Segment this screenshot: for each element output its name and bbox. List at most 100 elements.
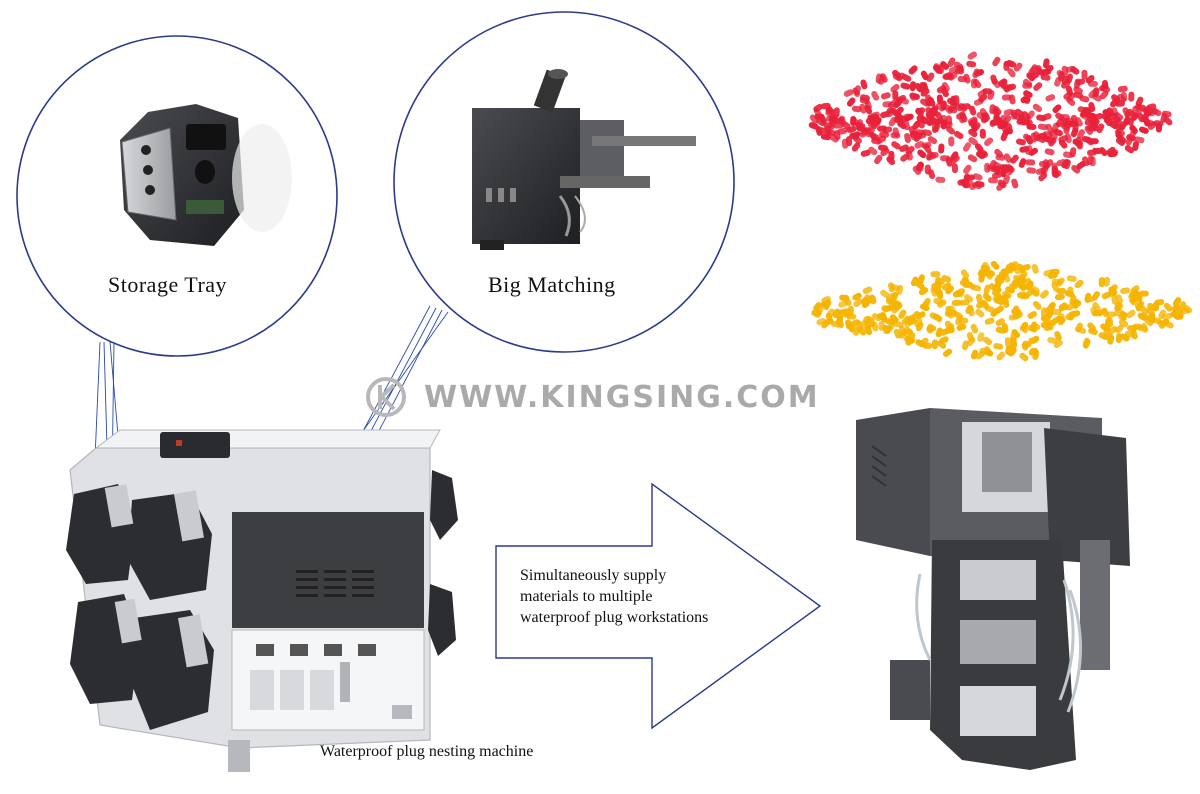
- plug-piece: [945, 285, 954, 295]
- plug-piece: [1114, 324, 1124, 334]
- plug-piece: [901, 315, 911, 325]
- plug-piece: [903, 326, 914, 336]
- plug-piece: [955, 315, 963, 326]
- plug-piece: [1135, 301, 1144, 312]
- plug-piece: [850, 116, 857, 126]
- plug-piece: [862, 286, 873, 295]
- plug-piece: [962, 281, 973, 289]
- plug-piece: [976, 150, 986, 159]
- plug-piece: [843, 296, 852, 306]
- plug-piece: [864, 294, 873, 304]
- plug-piece: [890, 132, 901, 139]
- plug-piece: [861, 316, 870, 326]
- plug-piece: [820, 300, 830, 311]
- plug-piece: [877, 125, 888, 132]
- plug-piece: [962, 142, 972, 152]
- plug-piece: [852, 292, 862, 301]
- plug-piece: [916, 115, 926, 124]
- plug-piece: [985, 270, 995, 277]
- plug-piece: [1153, 120, 1164, 127]
- plug-piece: [997, 122, 1008, 130]
- plug-piece: [1045, 310, 1054, 320]
- plug-piece: [1118, 319, 1129, 328]
- plug-piece: [926, 111, 936, 120]
- plug-piece: [959, 179, 969, 189]
- plug-piece: [850, 319, 860, 327]
- plug-piece: [1082, 337, 1090, 348]
- plug-piece: [1117, 85, 1128, 93]
- plug-piece: [938, 143, 945, 154]
- plug-piece: [1008, 313, 1019, 321]
- plug-piece: [945, 305, 952, 316]
- plug-piece: [1180, 307, 1191, 315]
- plug-piece: [1087, 149, 1097, 156]
- plug-piece: [837, 127, 848, 135]
- plug-piece: [1067, 286, 1074, 297]
- plug-piece: [1030, 335, 1040, 344]
- plug-piece: [943, 73, 954, 80]
- plug-piece: [1054, 293, 1065, 301]
- plug-piece: [1005, 264, 1014, 274]
- plug-piece: [853, 298, 863, 308]
- plug-piece: [1160, 112, 1168, 123]
- plug-piece: [817, 126, 828, 134]
- plug-piece: [809, 114, 819, 124]
- plug-piece: [995, 326, 1006, 334]
- plug-piece: [1049, 130, 1058, 140]
- plug-piece: [904, 133, 911, 143]
- plug-piece: [1098, 277, 1105, 288]
- plug-piece: [1003, 60, 1014, 67]
- plug-piece: [974, 69, 985, 77]
- plug-piece: [1088, 138, 1099, 145]
- plug-piece: [880, 111, 890, 119]
- plug-piece: [950, 155, 960, 164]
- plug-piece: [1089, 156, 1096, 167]
- plug-piece: [970, 121, 978, 132]
- plug-piece: [1010, 109, 1018, 120]
- plug-piece: [919, 337, 929, 347]
- plug-piece: [1013, 62, 1023, 72]
- plug-piece: [1021, 111, 1031, 121]
- plug-piece: [1077, 129, 1085, 139]
- plug-piece: [1032, 350, 1040, 361]
- plug-piece: [1071, 164, 1081, 174]
- plug-piece: [963, 164, 972, 174]
- plug-piece: [1003, 115, 1012, 125]
- plug-piece: [920, 88, 930, 97]
- plug-piece: [1073, 91, 1084, 99]
- plug-piece: [1044, 136, 1055, 144]
- plug-piece: [967, 306, 975, 317]
- plug-piece: [1115, 100, 1125, 107]
- big-matching-label: Big Matching: [488, 272, 616, 297]
- plug-piece: [845, 319, 852, 330]
- plug-piece: [1074, 279, 1084, 289]
- red-plugs-image: [808, 51, 1173, 191]
- plug-piece: [971, 284, 982, 292]
- plug-piece: [993, 297, 1004, 305]
- plug-piece: [970, 323, 979, 334]
- plug-piece: [1030, 288, 1040, 297]
- plug-piece: [1058, 139, 1068, 149]
- plug-piece: [1077, 106, 1088, 114]
- plug-piece: [914, 83, 924, 93]
- plug-piece: [1130, 329, 1138, 340]
- watermark-text: WWW.KINGSING.COM: [424, 380, 820, 415]
- plug-piece: [915, 107, 926, 115]
- plug-piece: [821, 319, 830, 329]
- plug-piece: [980, 114, 991, 124]
- big-matching-callout: [393, 11, 735, 353]
- plug-piece: [1104, 317, 1112, 328]
- plug-piece: [855, 119, 863, 129]
- plug-piece: [1019, 146, 1030, 153]
- plug-piece: [1027, 311, 1038, 319]
- plug-piece: [874, 154, 883, 165]
- plug-piece: [1087, 115, 1095, 125]
- plug-piece: [1000, 131, 1009, 142]
- plug-piece: [1021, 323, 1029, 334]
- plug-piece: [909, 92, 920, 100]
- plug-piece: [860, 323, 871, 331]
- plug-piece: [945, 156, 953, 167]
- plug-piece: [936, 94, 944, 105]
- plug-piece: [960, 269, 970, 279]
- plug-piece: [975, 308, 985, 318]
